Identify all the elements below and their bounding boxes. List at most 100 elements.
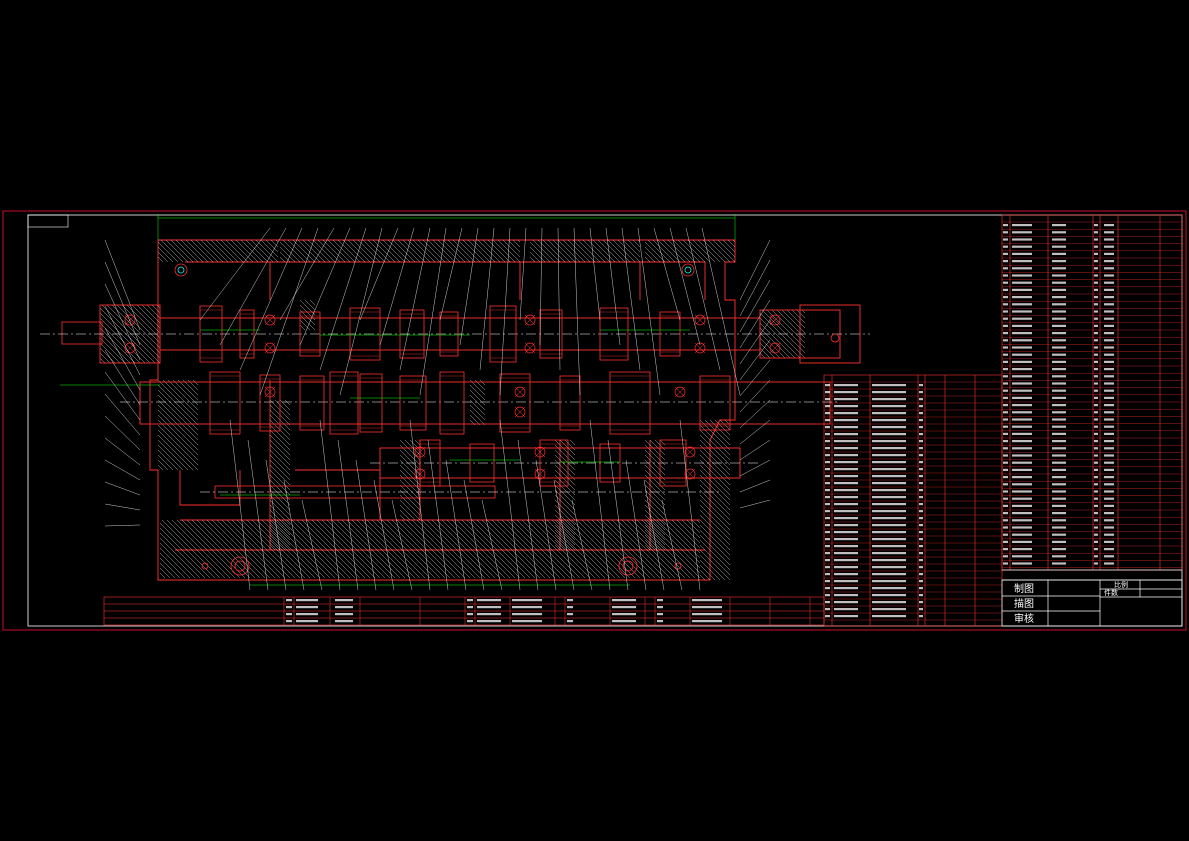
cell-text-mark <box>1052 440 1066 443</box>
cell-text-mark <box>834 482 858 485</box>
cell-text-mark <box>335 613 353 616</box>
cell-text-mark <box>1012 396 1032 399</box>
hatch-line <box>699 444 731 476</box>
leader-line <box>539 227 543 346</box>
cell-text-mark <box>919 475 923 478</box>
cell-text-mark <box>1003 339 1008 342</box>
hatch-line <box>269 459 291 481</box>
cell-text-mark <box>919 517 923 520</box>
gear <box>419 439 441 487</box>
hatch-line <box>399 449 421 471</box>
cell-text-mark <box>286 620 292 623</box>
hatch-line <box>506 519 566 579</box>
hatch-line <box>172 379 199 406</box>
cell-text-mark <box>834 496 858 499</box>
hatch-line <box>417 239 441 263</box>
hatch-line <box>269 499 291 521</box>
hatch-line <box>691 519 701 529</box>
leader-line <box>299 227 351 346</box>
bearing-ball <box>524 314 536 326</box>
cell-text-mark <box>1012 303 1032 306</box>
hatch-line <box>321 519 381 579</box>
hatch-line <box>759 342 776 359</box>
hatch-line <box>492 239 516 263</box>
cell-text-mark <box>919 587 923 590</box>
leader-line <box>589 227 601 321</box>
cell-text-mark <box>872 461 906 464</box>
title-draw-label: 制图 <box>1014 582 1034 595</box>
cell-text-mark <box>1052 317 1066 320</box>
cell-text-mark <box>1012 288 1032 291</box>
hatch-line <box>476 519 536 579</box>
cell-text-mark <box>1104 245 1114 248</box>
cell-text-mark <box>567 613 573 616</box>
cell-text-mark <box>1012 389 1032 392</box>
cell-text-mark <box>1012 404 1032 407</box>
hatch-line <box>644 251 656 263</box>
hatch-line <box>617 239 641 263</box>
cell-text-mark <box>834 594 858 597</box>
hatch-line <box>404 439 421 456</box>
bearing-cross <box>694 342 706 354</box>
cell-text-mark <box>1094 519 1098 522</box>
hatch-line <box>399 504 416 521</box>
bearing-ball <box>524 342 536 354</box>
cell-text-mark <box>1052 252 1066 255</box>
cell-text-mark <box>825 489 830 492</box>
hatch-line <box>336 519 396 579</box>
hatch-line <box>157 424 199 466</box>
cell-text-mark <box>919 489 923 492</box>
cell-text-mark <box>834 475 858 478</box>
cell-text-mark <box>825 461 830 464</box>
cell-text-mark <box>612 606 636 609</box>
cell-text-mark <box>919 545 923 548</box>
leader-line <box>459 227 479 346</box>
hatch-line <box>554 454 576 476</box>
cell-text-mark <box>1003 533 1008 536</box>
leader-line <box>573 227 581 396</box>
hatch-line <box>221 519 281 579</box>
cell-text-mark <box>834 405 858 408</box>
hatch-line <box>699 449 731 481</box>
cell-text-mark <box>1003 224 1008 227</box>
cell-text-mark <box>467 620 473 623</box>
middle-shaft <box>120 381 840 425</box>
hatch-line <box>399 464 421 486</box>
hatch-line <box>447 239 471 263</box>
bearing-cross <box>769 342 781 354</box>
cell-text-mark <box>1104 332 1114 335</box>
cell-text-mark <box>1012 324 1032 327</box>
bearing-ball <box>264 314 276 326</box>
hatch-line <box>596 519 656 579</box>
hatch-line <box>159 532 206 579</box>
cell-text-mark <box>1104 540 1114 543</box>
gear <box>699 375 731 431</box>
cell-text-mark <box>1104 454 1114 457</box>
hatch-line <box>346 519 406 579</box>
hatch-line <box>554 484 576 506</box>
cell-text-mark <box>335 606 353 609</box>
cell-text-mark <box>1094 238 1098 241</box>
hatch-line <box>99 312 151 364</box>
hatch-line <box>561 519 621 579</box>
hatch-line <box>409 439 421 451</box>
cell-text-mark <box>1003 512 1008 515</box>
gear <box>299 375 325 431</box>
hatch-line <box>699 569 711 581</box>
cell-text-mark <box>825 426 830 429</box>
cell-text-mark <box>872 510 906 513</box>
cell-text-mark <box>825 440 830 443</box>
gear <box>469 443 495 483</box>
bottom-table-cell-marks <box>286 599 722 623</box>
cell-text-mark <box>872 566 906 569</box>
hatch-line <box>175 239 199 263</box>
cell-text-mark <box>1012 281 1032 284</box>
hatch-line <box>281 519 341 579</box>
hatch-line <box>687 239 711 263</box>
hatch-line <box>657 239 681 263</box>
cell-text-mark <box>1094 504 1098 507</box>
hatch-line <box>692 239 716 263</box>
bearing-ball <box>674 386 686 398</box>
bottom-rod <box>200 485 720 499</box>
leader-line <box>625 459 647 591</box>
